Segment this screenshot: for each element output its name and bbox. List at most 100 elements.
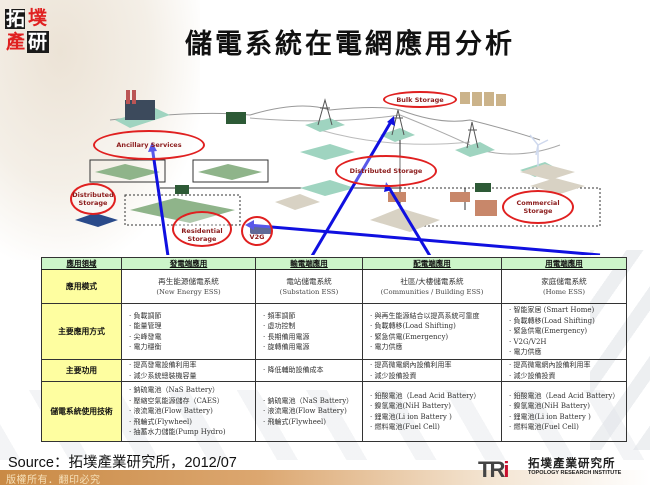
list-item: 長期備用電源 <box>263 332 362 343</box>
list-item: 減少設備投資 <box>370 371 501 382</box>
callout-bulk-storage: Bulk Storage <box>383 91 457 108</box>
wind-turbine-icon <box>529 134 549 168</box>
bulk-storage-icon <box>460 92 506 106</box>
tri-logo-chinese: 拓墣產業研究所 <box>528 456 616 470</box>
callout-distributed-storage-center: Distributed Storage <box>335 155 437 187</box>
header-distribution: 配電端應用 <box>362 257 502 270</box>
header-transmission: 輸電端應用 <box>255 257 363 270</box>
list-item: 鈉硫電池（NaS Battery） <box>129 385 255 396</box>
table-cell: 鈉硫電池（NaS Battery） 液流電池(Flow Battery) 飛輪式… <box>255 381 363 442</box>
table-cell: 提高微電網內設備利用率 減少設備投資 <box>501 359 627 382</box>
table-row-technologies: 儲電系統使用技術 鈉硫電池（NaS Battery） 壓縮空氣能源儲存（CAES… <box>41 381 627 442</box>
list-item: 飛輪式(Flywheel) <box>129 417 255 428</box>
callout-distributed-storage-left: Distributed Storage <box>70 183 116 215</box>
table-row-mode: 應用模式 再生能源儲電系統(New Energy ESS) 電站儲電系統(Sub… <box>41 269 627 304</box>
header-application-field: 應用領域 <box>41 257 122 270</box>
list-item: 降低輔助設備成本 <box>263 365 362 376</box>
tri-logo-english: TOPOLOGY RESEARCH INSTITUTE <box>528 470 622 476</box>
application-table: 應用領域 發電端應用 輸電端應用 配電端應用 用電端應用 應用模式 再生能源儲電… <box>41 257 627 442</box>
table-cell: 提高微電網內設備利用率 減少設備投資 <box>362 359 502 382</box>
list-item: 旋轉備用電源 <box>263 342 362 353</box>
list-item: V2G/V2H <box>509 337 626 348</box>
arrows <box>150 119 601 255</box>
footer-bar <box>0 470 650 485</box>
list-item: 壓縮空氣能源儲存（CAES） <box>129 396 255 407</box>
substation-icon <box>300 144 355 196</box>
list-item: 提高發電設備利用率 <box>129 360 255 371</box>
table-cell: 鉛酸電池（Lead Acid Battery） 鎳氫電池(NiH Battery… <box>362 381 502 442</box>
list-item: 緊急供電(Emergency) <box>509 326 626 337</box>
list-item: 提高微電網內設備利用率 <box>509 360 626 371</box>
header-end-use: 用電端應用 <box>501 257 627 270</box>
list-item: 負載調節 <box>129 311 255 322</box>
table-cell: 再生能源儲電系統(New Energy ESS) <box>121 269 256 304</box>
list-item: 液流電池(Flow Battery) <box>129 406 255 417</box>
table-row-methods: 主要應用方式 負載調節 能量管理 尖峰發電 電力穩衡 頻率調節 虛功控制 長期備… <box>41 303 627 360</box>
tri-logo: TRi 拓墣產業研究所 TOPOLOGY RESEARCH INSTITUTE <box>478 455 643 482</box>
list-item: 鋰電池(Li ion Battery ) <box>509 412 626 423</box>
list-item: 頻率調節 <box>263 311 362 322</box>
source-citation: Source：拓墣產業研究所，2012/07 <box>8 455 237 471</box>
commercial-building-icon <box>275 164 585 232</box>
copyright-notice: 版權所有．翻印必究 <box>6 475 101 485</box>
list-item: 鋰電池(Li ion Battery ) <box>370 412 501 423</box>
row-label: 主要功用 <box>41 359 122 382</box>
list-item: 智能家居 (Smart Home) <box>509 305 626 316</box>
table-cell: 鉛酸電池（Lead Acid Battery） 鎳氫電池(NiH Battery… <box>501 381 627 442</box>
list-item: 鈉硫電池（NaS Battery） <box>263 396 362 407</box>
page-title: 儲電系統在電網應用分析 <box>185 29 515 60</box>
table-row-functions: 主要功用 提高發電設備利用率 減少系統總裝機容量 降低輔助設備成本 提高微電網內… <box>41 359 627 382</box>
list-item: 負載轉移(Load Shifting) <box>370 321 501 332</box>
row-label: 主要應用方式 <box>41 303 122 360</box>
list-item: 電力穩衡 <box>129 342 255 353</box>
tri-logo-mark: TRi <box>478 457 510 482</box>
list-item: 虛功控制 <box>263 321 362 332</box>
list-item: 鉛酸電池（Lead Acid Battery） <box>509 391 626 402</box>
list-item: 提高微電網內設備利用率 <box>370 360 501 371</box>
list-item: 液流電池(Flow Battery) <box>263 406 362 417</box>
list-item: 燃料電池(Fuel Cell) <box>370 422 501 433</box>
table-cell: 家庭儲電系統(Home ESS) <box>501 269 627 304</box>
list-item: 緊急供電(Emergency) <box>370 332 501 343</box>
list-item: 燃料電池(Fuel Cell) <box>509 422 626 433</box>
power-plant-icon <box>115 90 170 128</box>
list-item: 電力供應 <box>370 342 501 353</box>
header-generation: 發電端應用 <box>121 257 256 270</box>
logo-char: 拓 <box>6 8 26 30</box>
list-item: 能量管理 <box>129 321 255 332</box>
list-item: 與再生能源結合以提高系統可靠度 <box>370 311 501 322</box>
table-cell: 與再生能源結合以提高系統可靠度 負載轉移(Load Shifting) 緊急供電… <box>362 303 502 360</box>
list-item: 尖峰發電 <box>129 332 255 343</box>
list-item: 抽蓄水力儲能(Pump Hydro) <box>129 427 255 438</box>
grid-illustration <box>75 90 601 255</box>
row-label: 儲電系統使用技術 <box>41 381 122 442</box>
list-item: 鎳氫電池(NiH Battery) <box>509 401 626 412</box>
logo-char: 產 <box>6 31 26 53</box>
list-item: 電力供應 <box>509 347 626 358</box>
table-cell: 鈉硫電池（NaS Battery） 壓縮空氣能源儲存（CAES） 液流電池(Fl… <box>121 381 256 442</box>
list-item: 減少系統總裝機容量 <box>129 371 255 382</box>
list-item: 負載轉移(Load Shifting) <box>509 316 626 327</box>
table-cell: 社區/大樓儲電系統(Communities / Building ESS) <box>362 269 502 304</box>
table-cell: 降低輔助設備成本 <box>255 359 363 382</box>
list-item: 飛輪式(Flywheel) <box>263 417 362 428</box>
table-cell: 頻率調節 虛功控制 長期備用電源 旋轉備用電源 <box>255 303 363 360</box>
table-cell: 智能家居 (Smart Home) 負載轉移(Load Shifting) 緊急… <box>501 303 627 360</box>
table-header-row: 應用領域 發電端應用 輸電端應用 配電端應用 用電端應用 <box>41 257 627 270</box>
callout-ancillary-services: Ancillary Services <box>93 130 205 160</box>
table-cell: 負載調節 能量管理 尖峰發電 電力穩衡 <box>121 303 256 360</box>
solar-panel-icon <box>75 213 118 227</box>
list-item: 鉛酸電池（Lead Acid Battery） <box>370 391 501 402</box>
callout-residential-storage: Residential Storage <box>172 211 232 247</box>
topology-logo: 拓 墣 產 研 <box>5 6 51 54</box>
table-cell: 電站儲電系統(Substation ESS) <box>255 269 363 304</box>
table-cell: 提高發電設備利用率 減少系統總裝機容量 <box>121 359 256 382</box>
substation-box-icon <box>226 112 246 124</box>
list-item: 減少設備投資 <box>509 371 626 382</box>
callout-commercial-storage: Commercial Storage <box>502 190 574 224</box>
callout-v2g: V2G <box>241 216 273 246</box>
transmission-tower-icon <box>317 98 479 149</box>
logo-char: 墣 <box>28 7 48 29</box>
row-label: 應用模式 <box>41 269 122 304</box>
logo-char: 研 <box>28 31 48 53</box>
